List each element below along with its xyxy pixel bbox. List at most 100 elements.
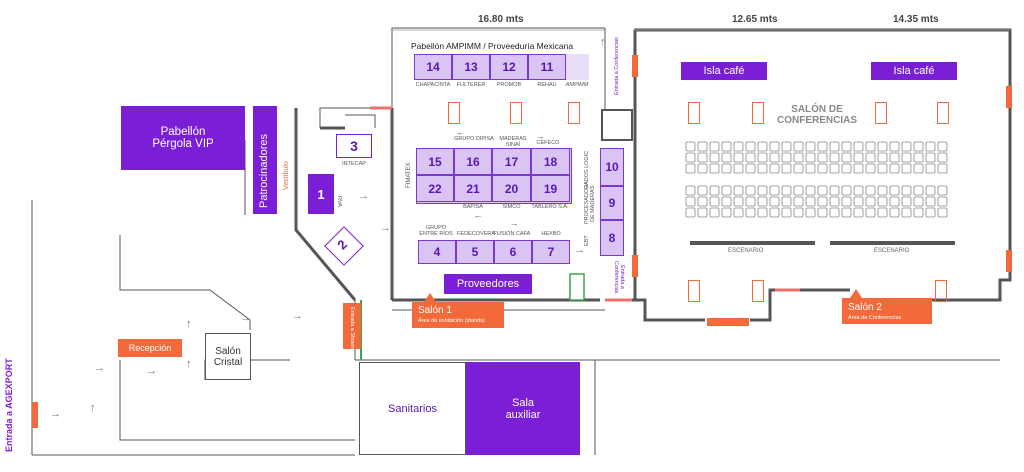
chair-icon — [853, 185, 864, 196]
chair-icon — [913, 163, 924, 174]
chair-icon — [889, 185, 900, 196]
booth-8[interactable]: 8 — [600, 220, 624, 256]
chair-icon — [697, 152, 708, 163]
chair-icon — [841, 163, 852, 174]
chair-icon — [709, 152, 720, 163]
chair-icon — [841, 185, 852, 196]
booth-4-label: GRUPO ENTRE RÍOS — [419, 225, 453, 237]
chair-icon — [829, 196, 840, 207]
label-tablero: TABLERO S.A. — [531, 204, 569, 210]
booth-15[interactable]: 15 — [416, 148, 454, 175]
chair-icon — [853, 163, 864, 174]
booth-10[interactable]: 10 — [600, 148, 624, 186]
salon-conferencias-title: SALÓN DE CONFERENCIAS — [776, 104, 857, 126]
chair-icon — [865, 163, 876, 174]
pointer-up-icon — [424, 293, 436, 302]
entrada-agexport-door — [32, 402, 38, 428]
chair-icon — [781, 207, 792, 218]
booth-7[interactable]: 7 — [532, 240, 570, 264]
chair-icon — [697, 163, 708, 174]
booth-12[interactable]: 12 — [490, 54, 528, 80]
chair-icon — [757, 163, 768, 174]
chair-icon — [805, 185, 816, 196]
chair-icon — [925, 196, 936, 207]
chair-icon — [841, 152, 852, 163]
column-post — [688, 280, 700, 302]
chair-icon — [877, 163, 888, 174]
booth-19[interactable]: 19 — [531, 175, 570, 202]
door-marker — [1006, 250, 1012, 272]
salon1-title: Salón 1 — [418, 305, 452, 316]
isla-cafe-1: Isla café — [681, 62, 767, 80]
chair-icon — [769, 163, 780, 174]
booth-9[interactable]: 9 — [600, 186, 624, 220]
label-maderas-sinai: MADERAS SINAÍ — [499, 136, 527, 148]
booth-4[interactable]: 4 — [418, 240, 456, 264]
booth-13-label: FULTERER — [456, 82, 486, 88]
chair-icon — [721, 152, 732, 163]
booth-11[interactable]: 11 — [528, 54, 566, 80]
booth-5-label: FEDECOVERA — [457, 231, 495, 237]
booth-5[interactable]: 5 — [456, 240, 494, 264]
chair-icon — [889, 196, 900, 207]
chair-icon — [781, 196, 792, 207]
booth-7-label: HEXBO — [541, 231, 561, 237]
chair-icon — [793, 207, 804, 218]
booth-3[interactable]: 3 — [336, 134, 372, 158]
booth-17[interactable]: 17 — [492, 148, 531, 175]
door-marker — [1006, 86, 1012, 108]
dimension-a: 16.80 mts — [478, 14, 524, 25]
chair-icon — [733, 163, 744, 174]
arrow-right-icon: → — [574, 244, 585, 256]
chair-icon — [937, 163, 948, 174]
chair-icon — [937, 141, 948, 152]
pointer-up-icon — [850, 289, 862, 298]
door-marker — [632, 255, 638, 277]
chair-icon — [745, 152, 756, 163]
chair-icon — [901, 141, 912, 152]
chair-icon — [829, 207, 840, 218]
isla-cafe-2: Isla café — [871, 62, 957, 80]
chair-icon — [877, 196, 888, 207]
chair-icon — [781, 163, 792, 174]
chair-icon — [745, 207, 756, 218]
chair-icon — [685, 196, 696, 207]
chair-icon — [913, 207, 924, 218]
chair-icon — [745, 196, 756, 207]
sala-auxiliar-room: Sala auxiliar — [466, 362, 580, 455]
booth-18[interactable]: 18 — [531, 148, 570, 175]
chair-icon — [829, 163, 840, 174]
chair-icon — [865, 207, 876, 218]
chair-icon — [937, 196, 948, 207]
booth-12-label: PROMOB — [496, 82, 522, 88]
booth-1[interactable]: 1 — [308, 174, 334, 214]
chair-icon — [685, 141, 696, 152]
booth-21[interactable]: 21 — [454, 175, 492, 202]
arrow-right-icon: → — [146, 365, 157, 377]
chair-icon — [901, 185, 912, 196]
chair-icon — [769, 152, 780, 163]
chair-icon — [781, 152, 792, 163]
arrow-right-icon: → — [535, 131, 545, 141]
chair-icon — [877, 207, 888, 218]
booth-6[interactable]: 6 — [494, 240, 532, 264]
chair-icon — [901, 163, 912, 174]
booth-16[interactable]: 16 — [454, 148, 492, 175]
chair-icon — [889, 163, 900, 174]
booth-20[interactable]: 20 — [492, 175, 531, 202]
chair-icon — [841, 207, 852, 218]
ampimm-label: AMPIMM — [565, 82, 589, 88]
chair-icon — [769, 207, 780, 218]
chair-icon — [817, 185, 828, 196]
entrada-agexport-label: Entrada a AGEXPORT — [4, 358, 14, 452]
arrow-right-icon: → — [94, 362, 105, 374]
chair-icon — [853, 152, 864, 163]
booth-14[interactable]: 14 — [414, 54, 452, 80]
chair-icon — [721, 163, 732, 174]
chair-icon — [817, 152, 828, 163]
booth-13[interactable]: 13 — [452, 54, 490, 80]
chair-icon — [709, 163, 720, 174]
booth-22[interactable]: 22 — [416, 175, 454, 202]
chair-icon — [913, 185, 924, 196]
column-post — [688, 102, 700, 124]
